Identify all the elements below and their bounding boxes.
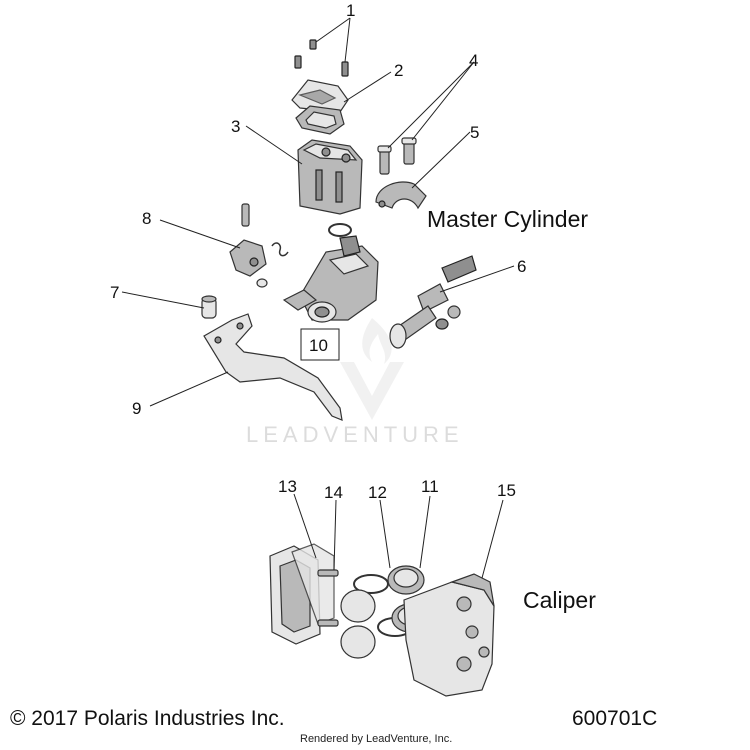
callout-9: 9 (132, 399, 141, 418)
part-1-screws (294, 39, 349, 77)
callout-8: 8 (142, 209, 151, 228)
section-title-caliper: Caliper (523, 587, 596, 613)
section-title-master-cylinder: Master Cylinder (427, 206, 588, 232)
callout-3: 3 (231, 117, 240, 136)
callout-10: 10 (309, 336, 328, 355)
callout-10-box: 10 (300, 328, 340, 361)
callout-1: 1 (346, 1, 355, 20)
watermark-flame-icon (340, 318, 404, 420)
callout-14: 14 (324, 483, 343, 502)
callout-7: 7 (110, 283, 119, 302)
part-15-caliper-body (403, 573, 495, 697)
part-9-lever (203, 313, 343, 421)
copyright-text: © 2017 Polaris Industries Inc. (10, 707, 285, 730)
diagram-part-number: 600701C (572, 707, 658, 730)
part-13-brake-pads (269, 543, 335, 645)
part-2-reservoir-cover (291, 79, 349, 135)
leader-lines-caliper (293, 493, 504, 579)
rendered-by-text: Rendered by LeadVenture, Inc. (300, 733, 453, 745)
callout-4: 4 (469, 51, 478, 70)
part-4-bolts (377, 137, 417, 175)
callout-2: 2 (394, 61, 403, 80)
callout-15: 15 (497, 481, 516, 500)
part-o-ring (328, 223, 352, 237)
callout-13: 13 (278, 477, 297, 496)
part-14-pins (317, 569, 339, 627)
callout-12: 12 (368, 483, 387, 502)
leadventure-watermark: LEADVENTURE (246, 318, 464, 447)
leader-lines-master (121, 17, 515, 407)
part-3-cylinder-body (297, 139, 363, 215)
part-10-housing (282, 235, 379, 323)
part-6-piston (389, 255, 477, 349)
callout-6: 6 (517, 257, 526, 276)
callout-5: 5 (470, 123, 479, 142)
part-5-clamp (375, 181, 427, 210)
callout-11: 11 (421, 477, 439, 496)
part-8-adjuster (229, 203, 289, 288)
watermark-text: LEADVENTURE (246, 422, 464, 447)
part-7-bushing (201, 295, 217, 319)
